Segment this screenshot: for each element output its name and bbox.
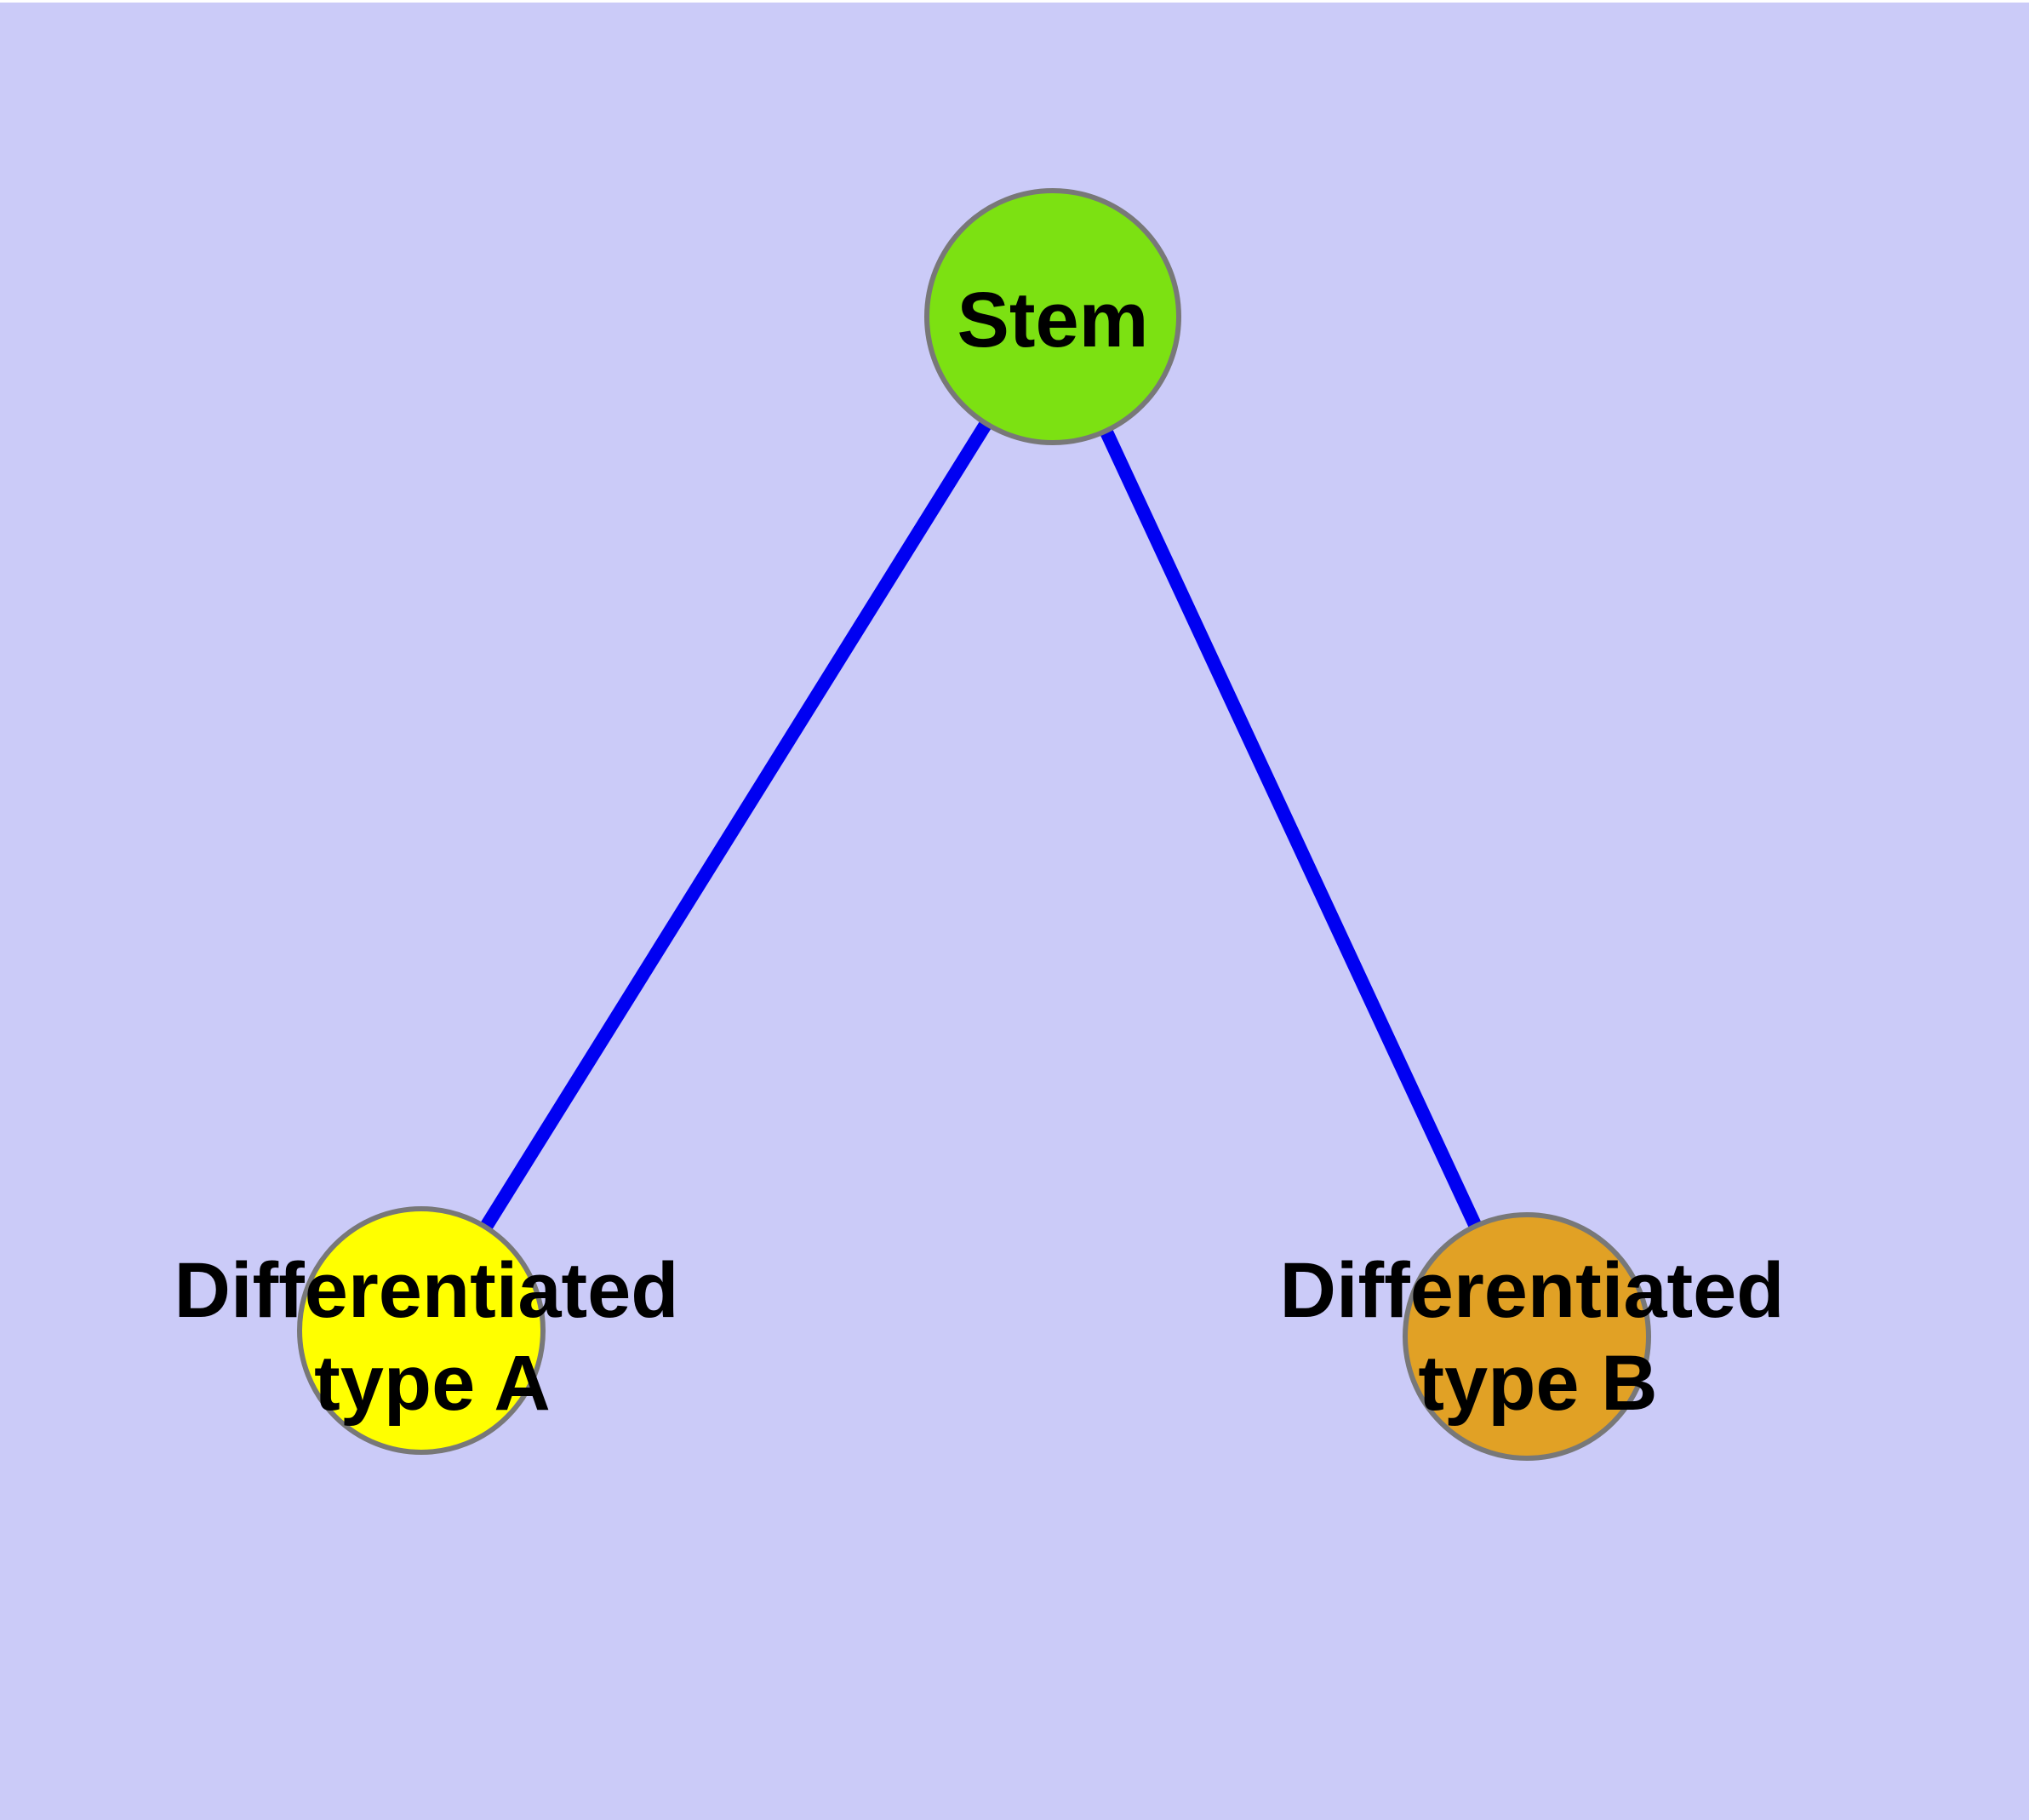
edge-stem-to-type-a xyxy=(415,312,1059,1335)
node-type-b-label-line2: type B xyxy=(1418,1340,1657,1427)
node-stem xyxy=(924,188,1181,445)
node-type-a-label-line1: Differentiated xyxy=(174,1247,679,1334)
node-stem-label: Stem xyxy=(957,277,1149,363)
node-differentiated-type-b xyxy=(1403,1212,1651,1461)
edge-stem-to-type-b xyxy=(1046,313,1534,1340)
top-border xyxy=(0,0,2029,3)
node-differentiated-type-a xyxy=(297,1206,546,1455)
node-type-a-label-line2: type A xyxy=(314,1340,551,1427)
node-type-b-label-line1: Differentiated xyxy=(1280,1247,1785,1334)
